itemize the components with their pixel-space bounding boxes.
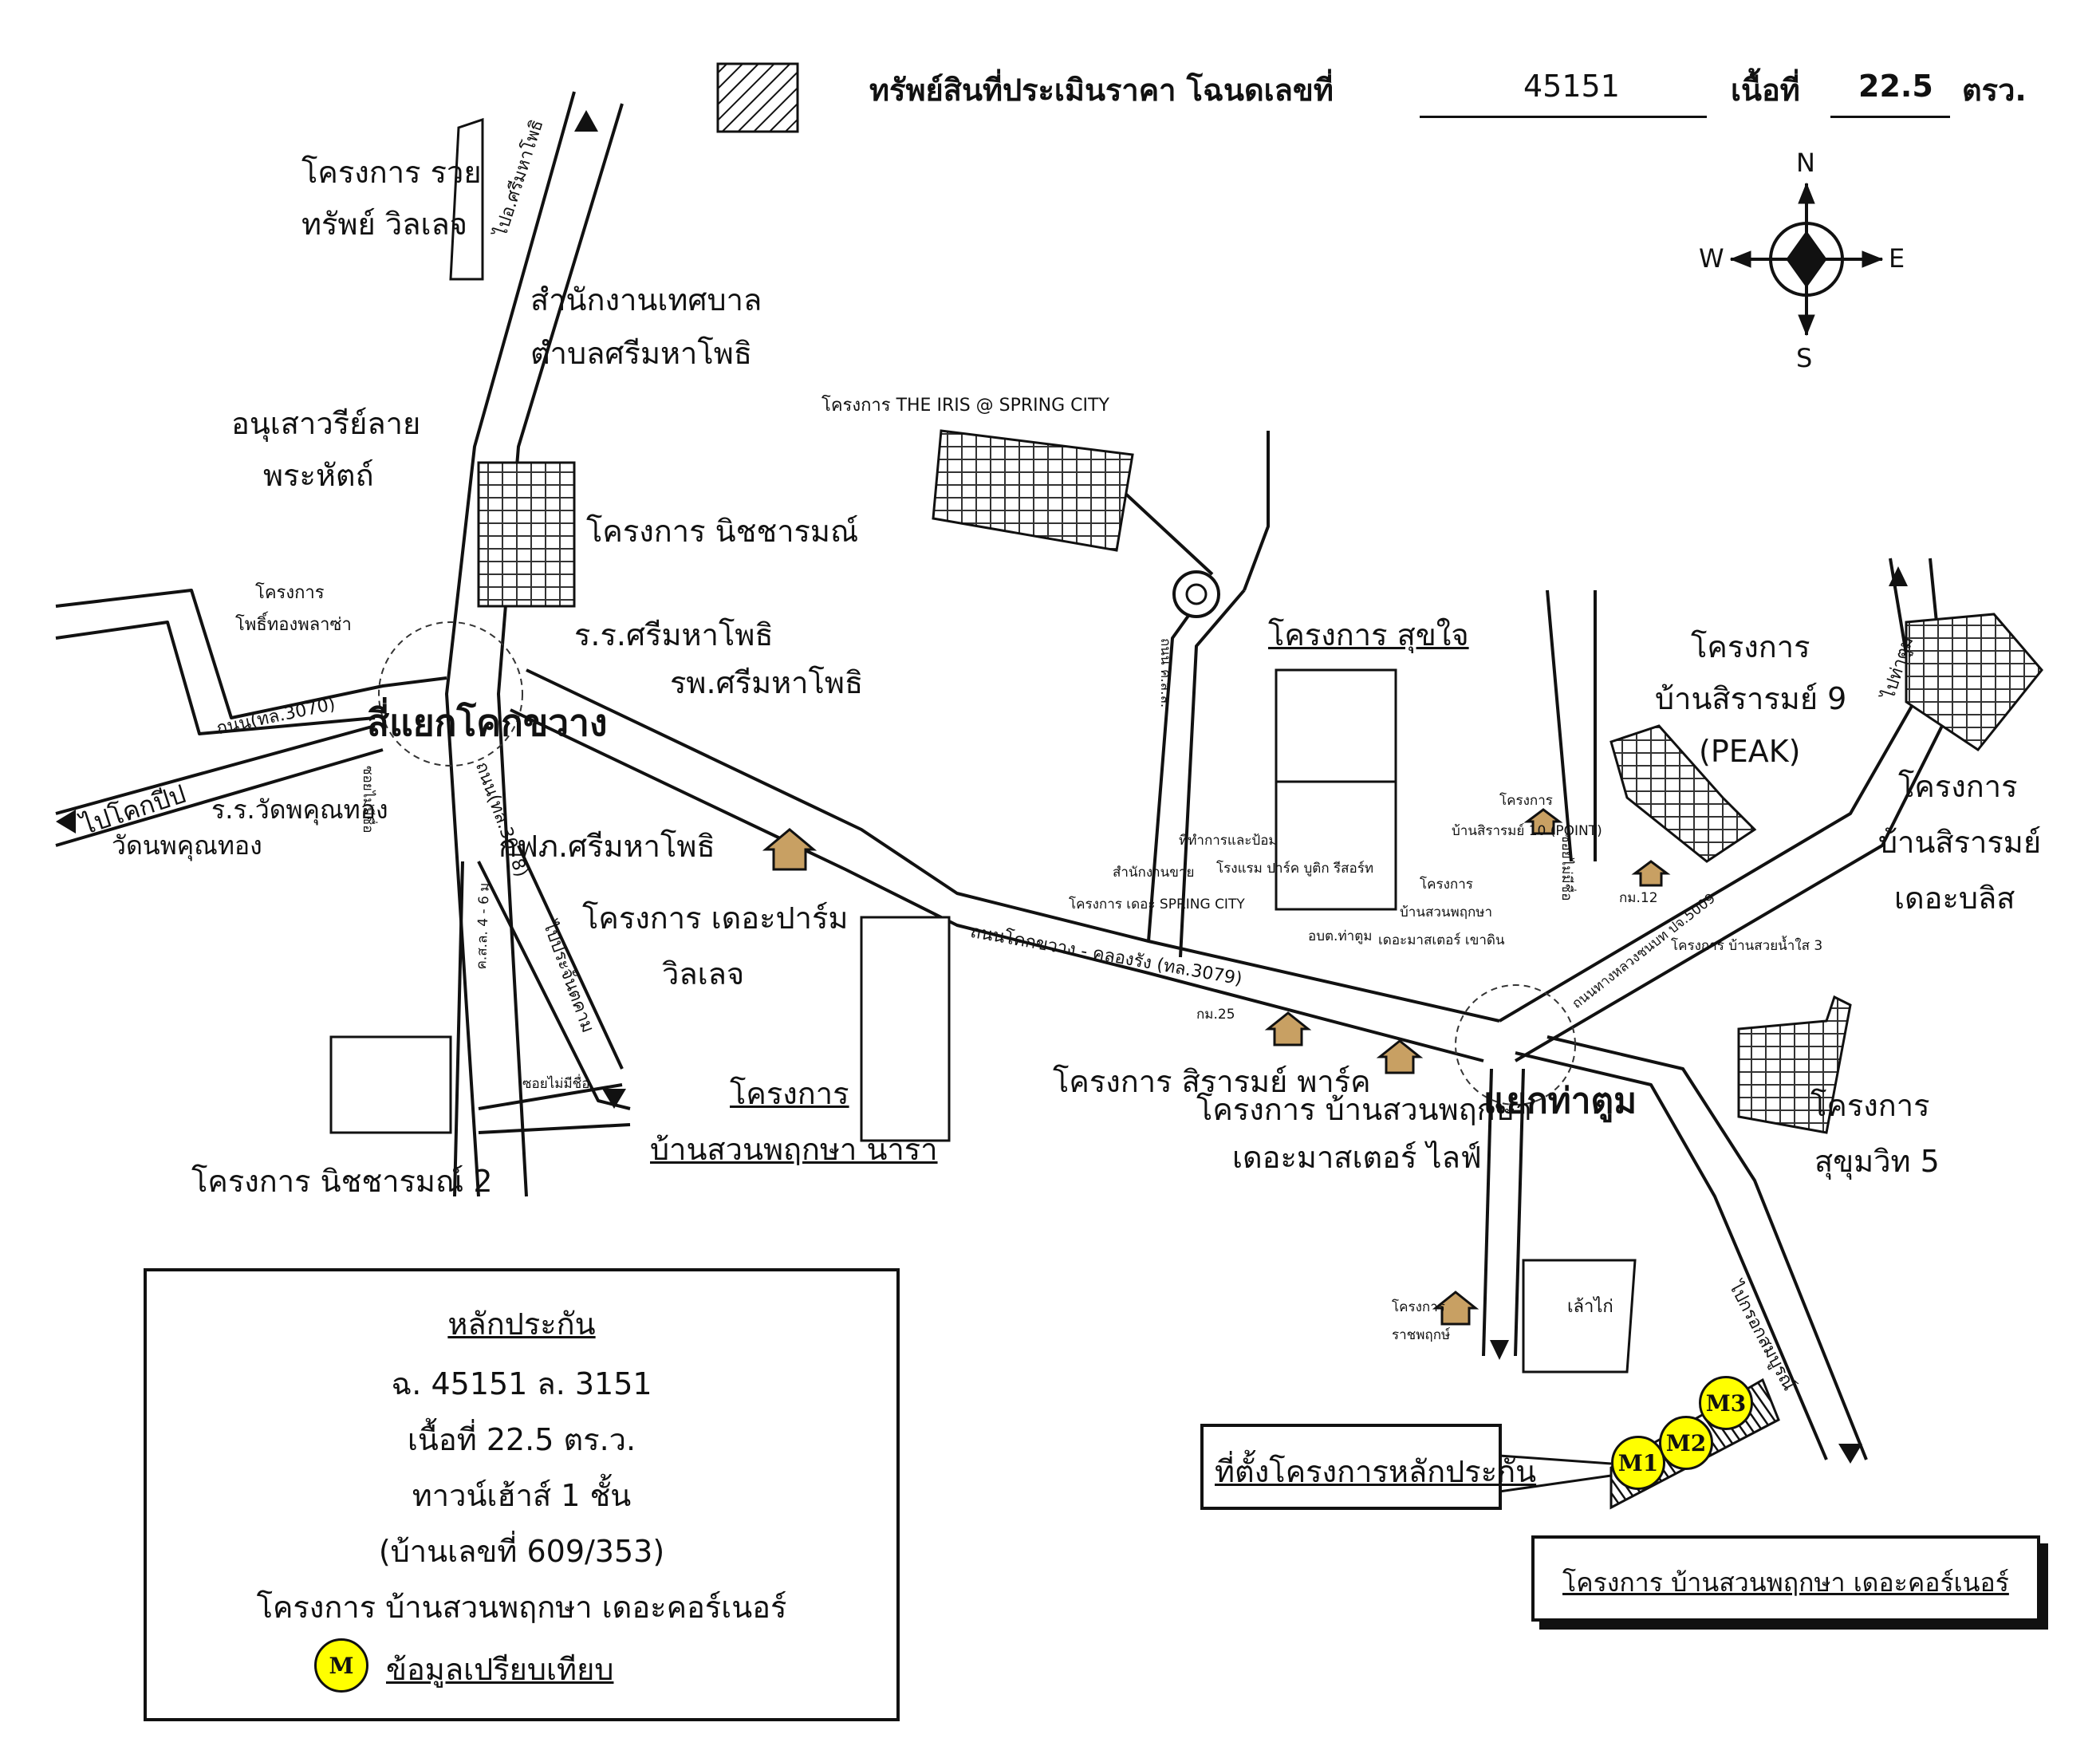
label-point-2: บ้านสิรารมย์ 10 (POINT) bbox=[1452, 823, 1602, 839]
corner-project-box: โครงการ บ้านสวนพฤกษา เดอะคอร์เนอร์ bbox=[1531, 1535, 2040, 1622]
project-grid-nitcharam bbox=[477, 461, 576, 608]
label-chicken: เล้าไก่ bbox=[1567, 1297, 1613, 1317]
label-phothong-1: โครงการ bbox=[255, 583, 325, 603]
label-master-khao-2: บ้านสวนพฤกษา bbox=[1400, 905, 1493, 920]
area-label: เนื้อที่ bbox=[1731, 73, 1800, 108]
area-underline bbox=[1830, 116, 1950, 118]
label-road-kso: ถนน ค.ส.ล. bbox=[1157, 638, 1173, 708]
project-grid-sirarom9 bbox=[1609, 724, 1757, 863]
deed-number: 45151 bbox=[1523, 69, 1620, 104]
label-factory: โรงแรม ปาร์ค บูติก รีสอร์ท bbox=[1216, 861, 1374, 877]
legend-line2: เนื้อที่ 22.5 ตร.ว. bbox=[407, 1422, 636, 1457]
legend-line4: (บ้านเลขที่ 609/353) bbox=[378, 1534, 665, 1569]
label-phothong-2: โพธิ์ทองพลาซ่า bbox=[235, 615, 352, 635]
collateral-site-box: ที่ตั้งโครงการหลักประกัน bbox=[1200, 1424, 1536, 1510]
compass-rose bbox=[1729, 182, 1884, 337]
label-road-pt4: ค.ส.ล. 4 - 6 ม. bbox=[473, 877, 493, 970]
intersection-circle-tatum bbox=[1455, 984, 1576, 1106]
label-sukhumvit-1: โครงการ bbox=[1810, 1088, 1930, 1123]
legend-line3: ทาวน์เฮ้าส์ 1 ชั้น bbox=[412, 1478, 632, 1513]
label-ruai-sap-2: ทรัพย์ วิลเลจ bbox=[301, 207, 468, 242]
label-monument-2: พระหัตถ์ bbox=[263, 458, 374, 493]
label-master-khao-3: เดอะมาสเตอร์ เขาดิน bbox=[1378, 932, 1505, 948]
label-km25: กม.25 bbox=[1196, 1007, 1235, 1023]
label-sirarom9-2: บ้านสิรารมย์ 9 bbox=[1655, 681, 1847, 716]
legend-hatch-icon bbox=[716, 62, 799, 133]
label-nitcharam-2: โครงการ นิชชารมณ์ 2 bbox=[191, 1164, 493, 1199]
compass-s: S bbox=[1796, 343, 1813, 373]
label-the-palm-1: โครงการ เดอะปาร์ม bbox=[582, 901, 849, 936]
label-nara-2: บ้านสวนพฤกษา นารา bbox=[650, 1132, 938, 1167]
label-hospital: รพ.ศรีมหาโพธิ bbox=[670, 665, 864, 700]
direction-arrows bbox=[56, 110, 1908, 1464]
header-title: ทรัพย์สินที่ประเมินราคา โฉนดเลขที่ bbox=[869, 73, 1334, 108]
label-post-office: อบต.ท่าตูม bbox=[1308, 928, 1373, 944]
area-unit: ตรว. bbox=[1962, 73, 2027, 108]
label-school-wat: ร.ร.วัดพคุณทอง bbox=[211, 794, 388, 825]
label-sirarom9-3: (PEAK) bbox=[1699, 734, 1801, 769]
label-master-life-2: เดอะมาสเตอร์ ไลฟ์ bbox=[1232, 1140, 1482, 1175]
label-collateral-site: ที่ตั้งโครงการหลักประกัน bbox=[1215, 1454, 1537, 1489]
label-ratchaphruek-1: โครงการ bbox=[1392, 1299, 1445, 1315]
label-ruai-sap-1: โครงการ รวย bbox=[301, 155, 482, 190]
label-pea: กฟภ.ศรีมหาโพธิ bbox=[498, 829, 715, 864]
legend-title: หลักประกัน bbox=[447, 1307, 596, 1342]
label-sirarom9-1: โครงการ bbox=[1691, 629, 1810, 664]
project-grid-iris bbox=[932, 429, 1134, 552]
label-sales-office: สำนักงานขาย bbox=[1113, 865, 1195, 881]
label-spring-city: โครงการ เดอะ SPRING CITY bbox=[1069, 897, 1245, 912]
label-intersection-khok: สี่แยกโคกขวาง bbox=[367, 701, 608, 744]
label-soi-2: ซอยไม่มีชื่อ bbox=[522, 1076, 590, 1092]
compass-w: W bbox=[1699, 243, 1724, 274]
legend-box: หลักประกัน ฉ. 45151 ล. 3151 เนื้อที่ 22.… bbox=[144, 1268, 900, 1721]
label-municipal-2: ตำบลศรีมหาโพธิ bbox=[530, 336, 753, 371]
label-bliss-2: บ้านสิรารมย์ bbox=[1878, 825, 2042, 860]
label-sirarom-park: โครงการ สิรารมย์ พาร์ค bbox=[1053, 1064, 1371, 1099]
label-suay-nam-sai: โครงการ บ้านสวยน้ำใส 3 bbox=[1671, 938, 1823, 954]
deed-underline bbox=[1420, 116, 1707, 118]
label-wat: วัดนพคุณทอง bbox=[112, 830, 262, 861]
legend-line5: โครงการ บ้านสวนพฤกษา เดอะคอร์เนอร์ bbox=[256, 1590, 787, 1625]
label-bliss-3: เดอะบลิส bbox=[1894, 881, 2015, 916]
label-soi-3: ซอยไม่มีชื่อ bbox=[1558, 834, 1574, 901]
label-master-khao-1: โครงการ bbox=[1420, 877, 1473, 893]
label-sukhumvit-2: สุขุมวิท 5 bbox=[1814, 1144, 1940, 1179]
label-intersection-tatum: แยกท่าตูม bbox=[1483, 1081, 1637, 1121]
label-ratchaphruek-2: ราชพฤกษ์ bbox=[1392, 1327, 1451, 1343]
label-gov-office: ที่ทำการและป้อม bbox=[1179, 833, 1278, 849]
road-network bbox=[55, 91, 1948, 1460]
label-point-1: โครงการ bbox=[1499, 793, 1553, 809]
label-km12: กม.12 bbox=[1619, 890, 1658, 906]
intersection-circle-khokkwang bbox=[378, 621, 523, 767]
label-soi-1: ซอยไม่มีชื่อ bbox=[360, 766, 376, 834]
legend-marker: M bbox=[314, 1638, 368, 1693]
label-corner-project: โครงการ บ้านสวนพฤกษา เดอะคอร์เนอร์ bbox=[1562, 1567, 2009, 1598]
label-municipal-1: สำนักงานเทศบาล bbox=[530, 282, 762, 317]
label-master-life-1: โครงการ บ้านสวนพฤกษา bbox=[1196, 1092, 1533, 1127]
legend-line1: ฉ. 45151 ล. 3151 bbox=[391, 1366, 652, 1401]
area-value: 22.5 bbox=[1858, 69, 1933, 104]
label-school-srimaha: ร.ร.ศรีมหาโพธิ bbox=[574, 617, 774, 652]
label-monument-1: อนุเสาวรีย์ลาย bbox=[231, 406, 421, 441]
label-the-palm-2: วิลเลจ bbox=[662, 956, 745, 991]
label-nara-1: โครงการ bbox=[730, 1076, 849, 1111]
marker-m1: M1 bbox=[1611, 1436, 1665, 1490]
compass-n: N bbox=[1796, 148, 1815, 178]
label-nitcharam: โครงการ นิชชารมณ์ bbox=[586, 514, 859, 549]
legend-marker-text: ข้อมูลเปรียบเทียบ bbox=[386, 1652, 614, 1687]
label-iris: โครงการ THE IRIS @ SPRING CITY bbox=[821, 396, 1109, 416]
marker-m2: M2 bbox=[1659, 1416, 1713, 1470]
label-bliss-1: โครงการ bbox=[1898, 769, 2018, 804]
label-sukjai: โครงการ สุขใจ bbox=[1268, 617, 1469, 652]
house-icons bbox=[762, 808, 1671, 1326]
compass-e: E bbox=[1889, 243, 1905, 274]
project-grid-sukhumvit bbox=[1737, 995, 1852, 1134]
project-grid-bliss bbox=[1905, 613, 2043, 752]
marker-m3: M3 bbox=[1699, 1376, 1753, 1430]
